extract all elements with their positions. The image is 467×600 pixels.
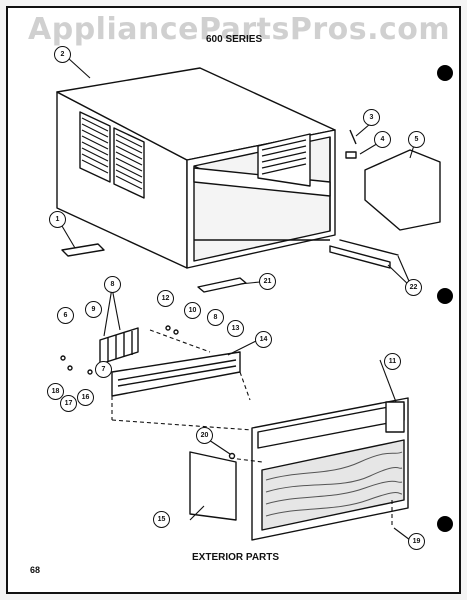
callout-22: 22 — [405, 279, 422, 296]
callout-13: 13 — [227, 320, 244, 337]
callout-9: 9 — [85, 301, 102, 318]
binder-hole-bottom — [437, 516, 453, 532]
rail-part-22-edge — [339, 239, 399, 256]
filter-frame-part-9 — [99, 327, 139, 365]
callout-16: 16 — [77, 389, 94, 406]
callout-2: 2 — [54, 46, 71, 63]
rail-part-22 — [329, 245, 391, 269]
callout-8-left: 8 — [104, 276, 121, 293]
bracket-part-1 — [61, 243, 105, 257]
callout-5: 5 — [408, 131, 425, 148]
insulation-panel-part-5 — [364, 149, 441, 231]
callout-18: 18 — [47, 383, 64, 400]
callout-3: 3 — [363, 109, 380, 126]
callout-10: 10 — [184, 302, 201, 319]
front-grille-part-11 — [251, 397, 409, 541]
callout-17: 17 — [60, 395, 77, 412]
site-watermark: AppliancePartsPros.com — [28, 12, 451, 47]
callout-8-right: 8 — [207, 309, 224, 326]
callout-6: 6 — [57, 307, 74, 324]
cabinet-louvers — [79, 111, 145, 199]
insulation-part-15 — [189, 451, 237, 521]
front-trim-bar-part-14 — [111, 351, 241, 397]
diagram-caption: EXTERIOR PARTS — [192, 552, 280, 563]
screw-part-3 — [349, 129, 357, 145]
clip-part-4 — [345, 151, 357, 159]
callout-11: 11 — [384, 353, 401, 370]
assembly-guide-lines — [111, 329, 393, 528]
page-number: 68 — [30, 565, 41, 575]
series-title: 600 SERIES — [206, 34, 263, 45]
callout-21: 21 — [259, 273, 276, 290]
callout-7: 7 — [95, 361, 112, 378]
small-screws — [60, 325, 236, 460]
strip-part-21 — [197, 277, 247, 293]
callout-20: 20 — [196, 427, 213, 444]
callout-19: 19 — [408, 533, 425, 550]
binder-hole-top — [437, 65, 453, 81]
callout-12: 12 — [157, 290, 174, 307]
binder-hole-middle — [437, 288, 453, 304]
callout-1: 1 — [49, 211, 66, 228]
callout-15: 15 — [153, 511, 170, 528]
callout-14: 14 — [255, 331, 272, 348]
callout-4: 4 — [374, 131, 391, 148]
